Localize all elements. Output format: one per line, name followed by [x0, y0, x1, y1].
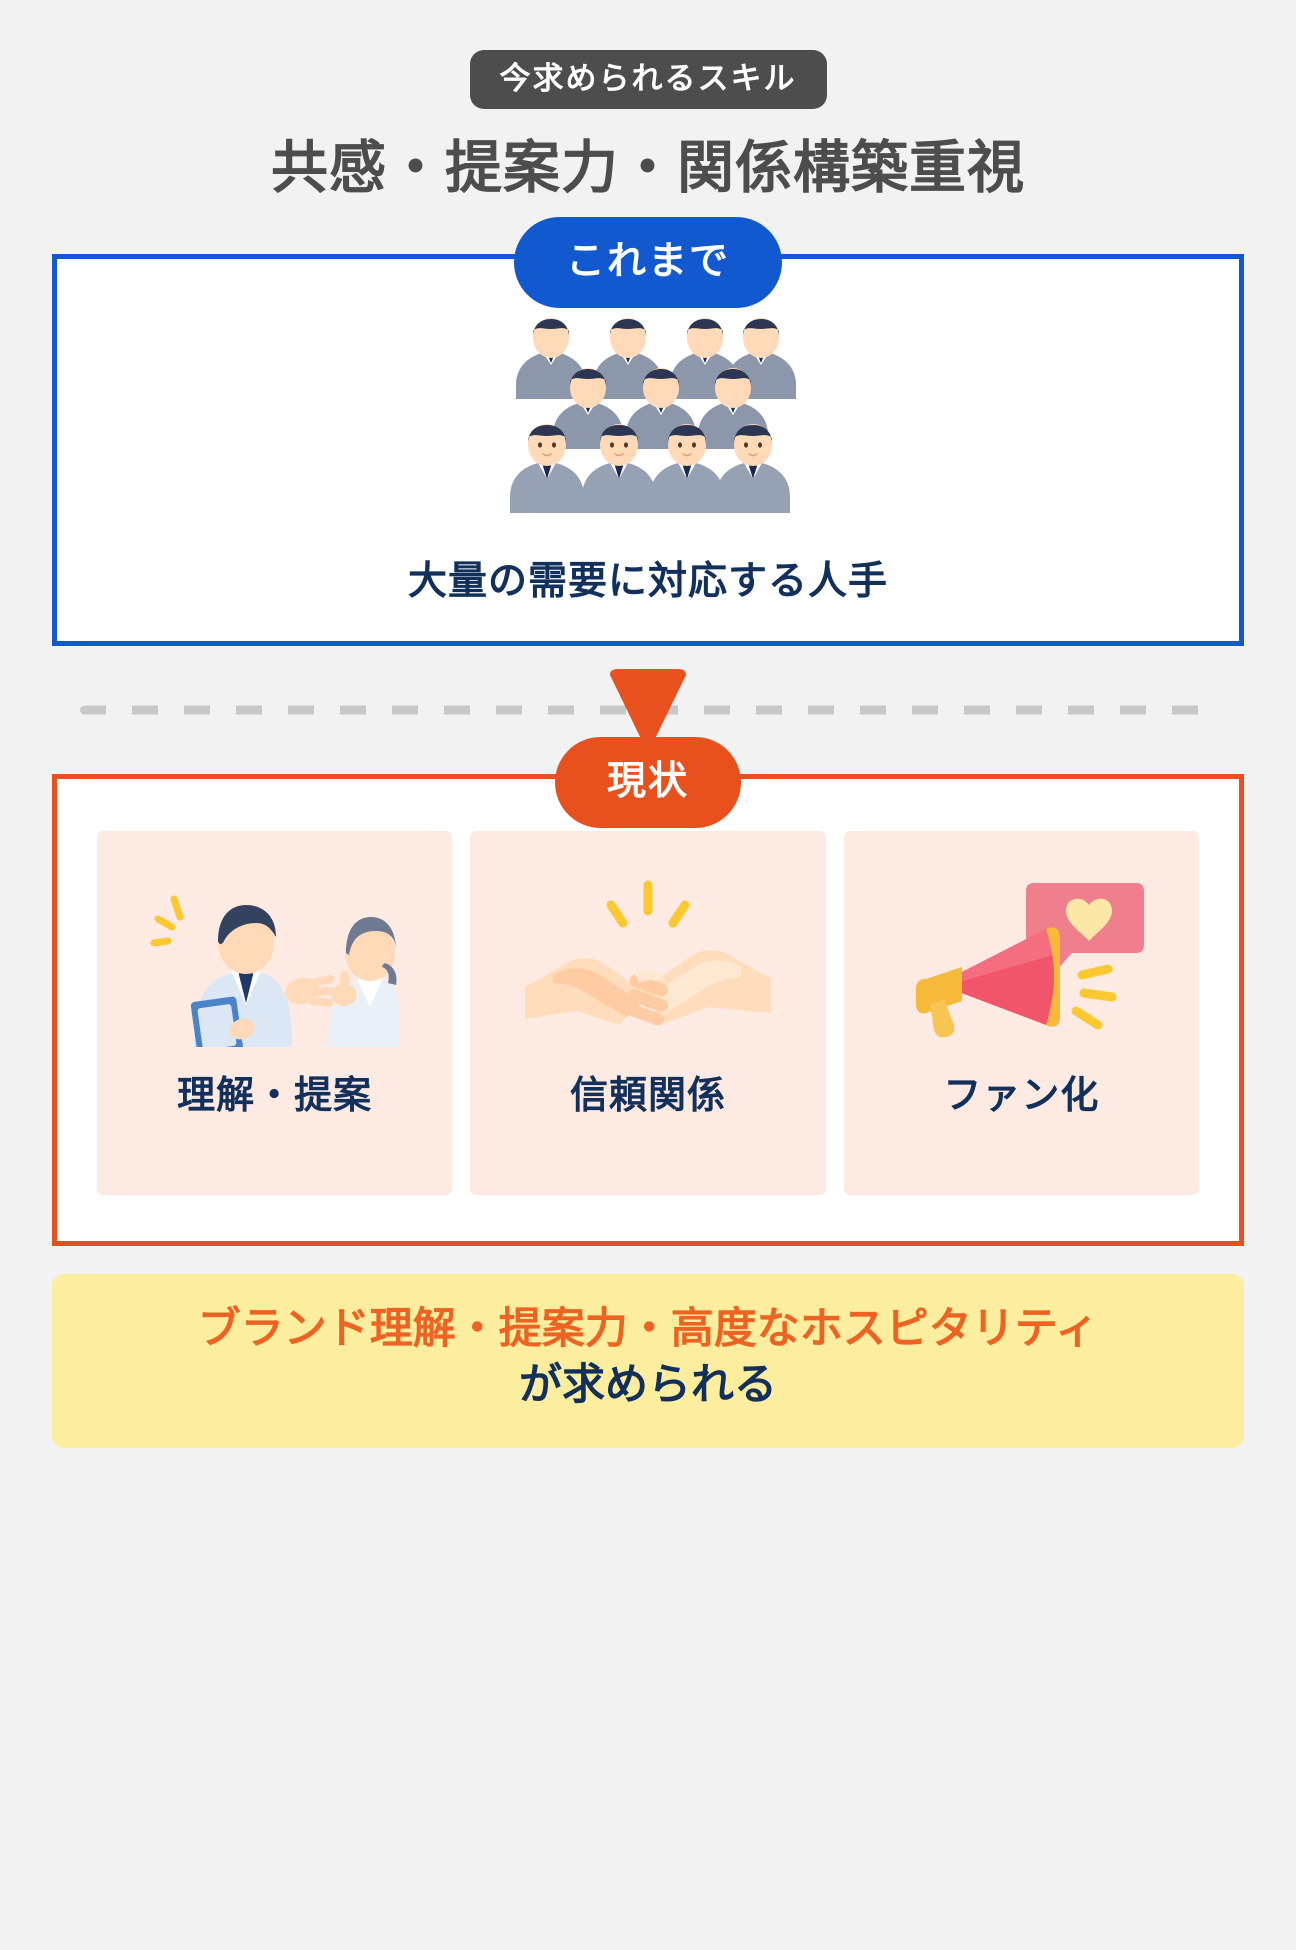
- before-panel: 大量の需要に対応する人手: [52, 254, 1244, 647]
- skill-card[interactable]: ファン化: [843, 831, 1199, 1196]
- summary-note-line-2: が求められる: [519, 1361, 777, 1410]
- now-panel: 理解・提案: [52, 774, 1244, 1247]
- skill-cards: 理解・提案: [57, 779, 1239, 1196]
- now-section: 現状: [52, 737, 1244, 1247]
- skill-card-label: 理解・提案: [177, 1075, 373, 1118]
- before-section: これまで: [52, 217, 1244, 647]
- summary-note-line-1: ブランド理解・提案力・高度なホスピタリティ: [197, 1305, 1099, 1354]
- crowd-of-businessmen-illustration: [498, 317, 798, 522]
- before-pill-label: これまで: [513, 217, 783, 309]
- skill-card[interactable]: 信頼関係: [470, 831, 826, 1196]
- skill-card-label: ファン化: [943, 1075, 1100, 1118]
- summary-note: ブランド理解・提案力・高度なホスピタリティ が求められる: [52, 1274, 1244, 1449]
- page-title: 共感・提案力・関係構築重視: [271, 136, 1025, 200]
- flow-divider: [52, 646, 1244, 774]
- skill-card-label: 信頼関係: [569, 1075, 726, 1118]
- handshake-illustration: [523, 879, 773, 1047]
- now-pill-label: 現状: [554, 737, 742, 829]
- header-badge: 今求められるスキル: [469, 50, 827, 109]
- down-triangle-icon: [602, 669, 694, 751]
- before-caption: 大量の需要に対応する人手: [407, 560, 888, 604]
- header: 今求められるスキル 共感・提案力・関係構築重視: [0, 0, 1296, 202]
- two-people-talking-illustration: [150, 879, 400, 1058]
- megaphone-heart-illustration: [896, 879, 1146, 1047]
- skill-card[interactable]: 理解・提案: [97, 831, 453, 1196]
